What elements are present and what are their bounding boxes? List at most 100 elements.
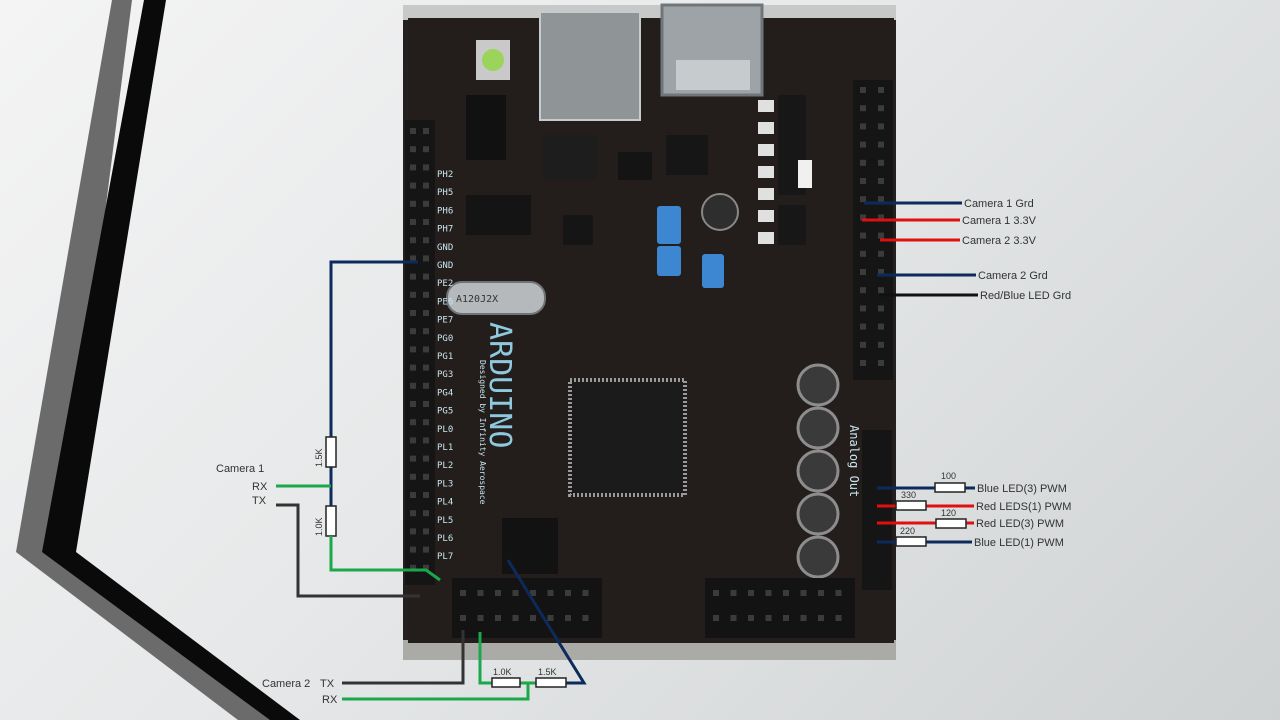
bottom-header-left — [452, 578, 602, 638]
camera2-tx-label: TX — [320, 678, 335, 690]
left-pin-label: PG5 — [437, 407, 453, 417]
header-pin — [477, 590, 484, 596]
header-pin — [878, 105, 884, 112]
left-pin-label: PL3 — [437, 479, 453, 489]
header-pin — [860, 214, 866, 221]
header-pin — [410, 182, 416, 189]
wire-gnd-left — [329, 260, 418, 437]
header-pin — [410, 328, 416, 335]
left-header — [405, 120, 435, 585]
wire-tx-green-cam1 — [329, 536, 441, 582]
camera1-rx-label: RX — [252, 481, 268, 493]
header-pin — [410, 401, 416, 407]
crystal — [446, 281, 546, 315]
wire-navy-cam2 — [506, 559, 587, 685]
header-pin — [410, 510, 416, 517]
resistor-120 — [935, 518, 967, 529]
header-pin — [582, 615, 589, 621]
header-pin — [410, 473, 416, 480]
left-pin-label: GND — [437, 261, 453, 271]
resistor-1-0k-cam1 — [325, 505, 337, 537]
header-pin — [423, 382, 429, 389]
left-pin-label: PG0 — [437, 334, 453, 344]
label-red5: Red LEDS(1) PWM — [976, 501, 1071, 513]
header-pin — [410, 437, 416, 444]
header-pin — [410, 237, 416, 244]
header-pin — [410, 382, 416, 389]
left-pin-label: PL0 — [437, 425, 453, 435]
label-cam2-grd: Camera 2 Grd — [978, 270, 1048, 282]
left-pin-label: PH5 — [437, 188, 453, 198]
header-pin — [878, 341, 884, 348]
analog-out-label: Analog Out — [847, 425, 861, 497]
main-mcu — [568, 378, 687, 497]
camera2-wiring: 1.0K 1.5K Camera 2 TX RX — [262, 559, 587, 706]
header-pin — [878, 87, 884, 93]
header-pin — [860, 269, 866, 275]
header-pin — [860, 323, 866, 330]
header-pin — [860, 287, 866, 294]
header-pin — [860, 105, 866, 112]
header-pin — [423, 128, 429, 134]
header-pin — [878, 214, 884, 221]
header-pin — [783, 615, 789, 621]
resistor-330 — [895, 500, 927, 511]
header-pin — [410, 164, 416, 171]
header-pin — [423, 310, 429, 316]
left-pin-label: PL5 — [437, 516, 453, 526]
header-pin — [860, 250, 866, 257]
header-pin — [410, 528, 416, 535]
label-blue1: Blue LED(1) PWM — [974, 537, 1064, 549]
header-pin — [565, 590, 571, 596]
header-pin — [423, 473, 429, 480]
power-wiring: Camera 1 Grd Camera 1 3.3V Camera 2 3.3V… — [862, 198, 1071, 302]
left-pin-label: PL4 — [437, 498, 453, 508]
resistor-1-5k-cam1 — [325, 436, 337, 468]
decor-stripe-gray — [16, 0, 290, 720]
header-pin — [860, 159, 866, 166]
header-pin — [410, 255, 416, 262]
right-header — [853, 80, 893, 380]
header-pin — [582, 590, 589, 596]
header-pin — [547, 590, 554, 596]
header-pin — [423, 455, 429, 462]
left-pin-label: GND — [437, 243, 453, 253]
header-pin — [783, 590, 789, 596]
label-blue3: Blue LED(3) PWM — [977, 483, 1067, 495]
left-pin-label: PL1 — [437, 443, 453, 453]
header-pin — [878, 269, 884, 275]
header-pin — [410, 200, 416, 207]
left-pin-label: PH2 — [437, 170, 453, 180]
header-pin — [410, 219, 416, 225]
header-pin — [410, 364, 416, 371]
camera1-tx-label: TX — [252, 495, 267, 507]
header-pin — [477, 615, 484, 621]
header-pin — [818, 590, 824, 596]
left-pin-label: PL7 — [437, 552, 453, 562]
camera2-label: Camera 2 — [262, 678, 310, 690]
header-pin — [860, 360, 866, 366]
header-pin — [423, 146, 429, 153]
header-pin — [410, 546, 416, 553]
resistor-220 — [895, 536, 927, 547]
header-pin — [423, 200, 429, 207]
resistor-1-5k-cam2-label: 1.5K — [538, 667, 557, 677]
header-pin — [423, 510, 429, 517]
left-pin-label: PE2 — [437, 279, 453, 289]
header-pin — [423, 328, 429, 335]
header-pin — [748, 590, 754, 596]
board-designed-by: Designed by Infinity Aerospace — [478, 360, 487, 505]
header-pin — [860, 178, 866, 184]
left-pin-label: PG4 — [437, 388, 453, 398]
header-pin — [410, 273, 416, 280]
header-pin — [410, 564, 416, 571]
header-pin — [878, 360, 884, 366]
header-pin — [423, 528, 429, 535]
header-pin — [860, 232, 866, 239]
board-name: ARDUINO — [482, 322, 517, 448]
header-pin — [878, 141, 884, 148]
left-pin-labels: PH2PH5PH6PH7GNDGNDPE2PE6PE7PG0PG1PG3PG4P… — [437, 170, 453, 562]
header-pin — [410, 419, 416, 426]
resistor-120-label: 120 — [941, 508, 956, 518]
